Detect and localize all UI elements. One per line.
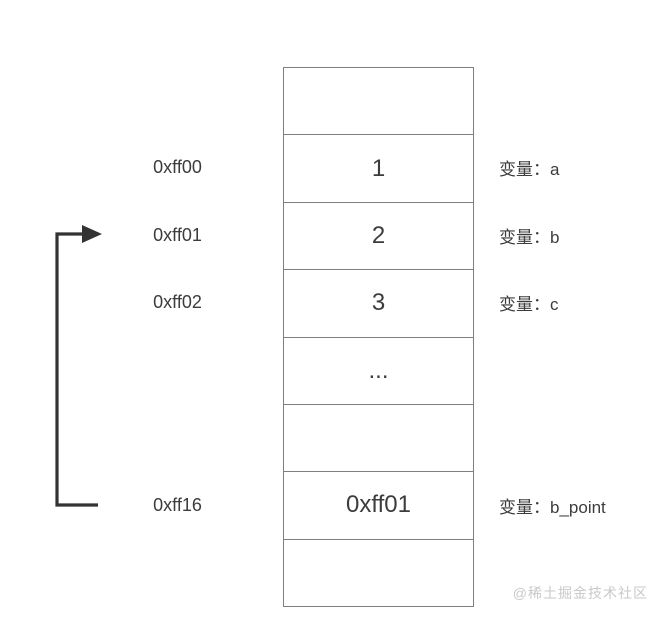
memory-cell-value: 1	[371, 154, 386, 182]
pointer-arrow-icon	[55, 225, 102, 507]
watermark: @稀土掘金技术社区	[512, 585, 648, 601]
memory-cell	[284, 540, 473, 606]
memory-cell	[284, 405, 473, 473]
memory-cell: 3	[284, 270, 473, 338]
memory-cell: ...	[284, 338, 473, 405]
variable-label-a: 变量：a	[499, 160, 560, 179]
memory-cell: 1	[284, 135, 473, 203]
variable-label-c: 变量：c	[499, 295, 559, 314]
memory-cell-value: 3	[371, 289, 386, 317]
variable-label-b: 变量：b	[499, 228, 560, 247]
memory-cell: 0xff01	[284, 472, 473, 540]
address-label-0xff00: 0xff00	[153, 157, 202, 177]
memory-cell: 2	[284, 203, 473, 271]
address-label-0xff16: 0xff16	[153, 495, 202, 515]
memory-cell-value: 0xff01	[346, 491, 411, 519]
address-label-0xff01: 0xff01	[153, 225, 202, 245]
memory-cell	[284, 68, 473, 136]
memory-cell-value: 2	[371, 221, 386, 249]
address-label-0xff02: 0xff02	[153, 292, 202, 312]
variable-label-b-point: 变量：b_point	[499, 498, 606, 517]
memory-cell-value: ...	[368, 356, 389, 384]
memory-column: 1 2 3 ... 0xff01	[283, 67, 474, 607]
